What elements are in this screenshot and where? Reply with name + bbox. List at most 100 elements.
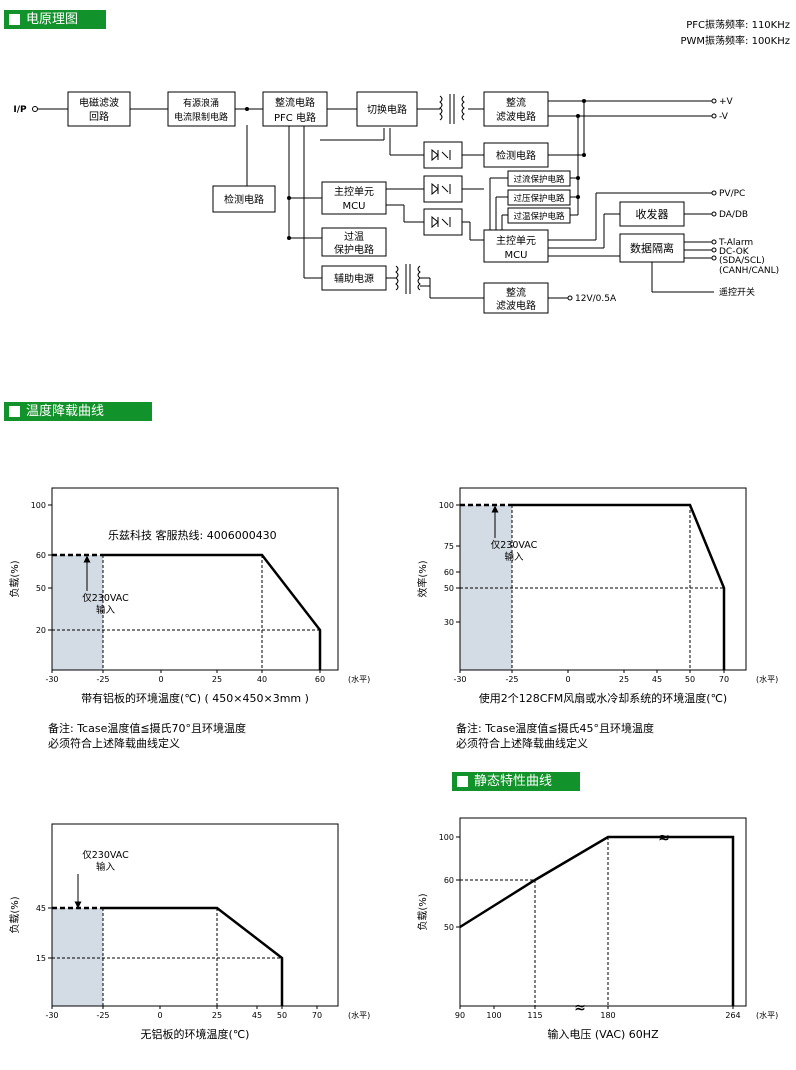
- mcu2-label-1: 主控单元: [496, 234, 536, 247]
- x-tick-label: 264: [725, 1011, 740, 1020]
- schematic-section-header: 电原理图: [4, 10, 106, 29]
- x-unit-label: (水平): [756, 674, 778, 684]
- derating-section-title: 温度降载曲线: [26, 404, 105, 419]
- plot-frame: [459, 817, 747, 1007]
- inrush-label-2: 电流限制电路: [174, 111, 228, 123]
- note-line-1: 仅230VAC: [82, 592, 129, 604]
- remark-line: 必须符合上述降载曲线定义: [48, 736, 180, 750]
- x-tick-label: 0: [157, 1011, 162, 1020]
- isolation-label: 数据隔离: [630, 241, 674, 255]
- x-tick-label: 115: [527, 1011, 542, 1020]
- y-tick-label: 100: [31, 501, 46, 510]
- output-canh: (CANH/CANL): [719, 266, 779, 276]
- switch-label: 切换电路: [367, 103, 407, 116]
- static-section-title: 静态特性曲线: [474, 774, 553, 789]
- x-tick-label: 180: [600, 1011, 615, 1020]
- axis-break-bottom: ≈: [574, 1000, 586, 1016]
- x-tick-label: 40: [257, 675, 267, 684]
- y-tick-label: 60: [36, 551, 46, 560]
- x-tick-label: 0: [158, 675, 163, 684]
- x-axis-label: 带有铝板的环境温度(℃) ( 450×450×3mm ): [81, 691, 309, 705]
- y-axis-label: 负载(%): [8, 560, 21, 597]
- schematic-section-title: 电原理图: [26, 12, 79, 27]
- input-label: I/P: [13, 105, 27, 115]
- remark-line: 必须符合上述降载曲线定义: [456, 736, 588, 750]
- aux-label: 辅助电源: [334, 272, 374, 285]
- output-vn: -V: [719, 112, 729, 122]
- plot-frame: [51, 823, 339, 1007]
- y-tick-label: 50: [444, 923, 454, 932]
- square-icon: [9, 14, 20, 25]
- y-tick-label: 60: [444, 876, 454, 885]
- note-line-2: 输入: [96, 861, 116, 873]
- x-tick-label: 100: [486, 1011, 501, 1020]
- y-tick-label: 50: [444, 584, 454, 593]
- y-axis-label: 负载(%): [8, 896, 21, 933]
- pfc-frequency: PFC振荡频率: 110KHz: [686, 20, 790, 31]
- output-pvpc: PV/PC: [719, 189, 745, 199]
- x-unit-label: (水平): [756, 1010, 778, 1020]
- x-tick-label: 90: [455, 1011, 465, 1020]
- y-tick-label: 15: [36, 954, 46, 963]
- emi-label-1: 电磁滤波: [79, 96, 119, 109]
- x-tick-label: 0: [565, 675, 570, 684]
- rect-pfc-label-1: 整流电路: [275, 96, 315, 109]
- y-axis-label: 效率(%): [416, 560, 429, 597]
- x-tick-label: -25: [505, 675, 518, 684]
- inrush-label-1: 有源浪涌: [183, 97, 219, 109]
- x-tick-label: 25: [619, 675, 629, 684]
- axis-break-top: ≈: [658, 830, 670, 846]
- shaded-region: [52, 555, 103, 670]
- detect1-label: 检测电路: [224, 193, 264, 206]
- note-line-2: 输入: [504, 551, 524, 563]
- rect-filter2-label-1: 整流: [506, 286, 526, 299]
- y-tick-label: 45: [36, 904, 46, 913]
- square-icon: [9, 406, 20, 417]
- y-axis-label: 负载(%): [416, 893, 429, 930]
- x-tick-label: -25: [96, 1011, 109, 1020]
- series-line: [103, 553, 322, 670]
- x-tick-label: 50: [277, 1011, 287, 1020]
- x-tick-label: 70: [312, 1011, 322, 1020]
- y-tick-label: 50: [36, 584, 46, 593]
- series-line: [103, 906, 284, 1006]
- pwm-frequency: PWM振荡频率: 100KHz: [680, 36, 790, 47]
- remark-line: 备注: Tcase温度值≦摄氏70°且环境温度: [48, 721, 246, 735]
- otp1-label-1: 过温: [344, 230, 364, 243]
- output-dadb: DA/DB: [719, 210, 748, 220]
- hotline-text: 乐兹科技 客服热线: 4006000430: [108, 529, 277, 542]
- x-tick-label: 45: [652, 675, 662, 684]
- mcu1-label-2: MCU: [343, 201, 366, 212]
- square-icon: [457, 776, 468, 787]
- x-tick-label: -30: [45, 675, 58, 684]
- plot-frame: [459, 487, 747, 671]
- rect-pfc-label-2: PFC 电路: [274, 111, 316, 124]
- mcu1-label-1: 主控单元: [334, 185, 374, 198]
- rect-filter1-label-2: 滤波电路: [496, 110, 536, 123]
- x-tick-label: -25: [96, 675, 109, 684]
- output-aux: 12V/0.5A: [575, 294, 617, 304]
- block-diagram: I/P 电磁滤波 回路 有源浪涌 电流限制电路 整流电路 PFC 电路 切换电路…: [13, 91, 779, 314]
- static-section-header: 静态特性曲线: [452, 772, 580, 791]
- rect-filter1-label-1: 整流: [506, 96, 526, 109]
- x-tick-label: 25: [212, 1011, 222, 1020]
- remark-line: 备注: Tcase温度值≦摄氏45°且环境温度: [456, 721, 654, 735]
- x-axis-label: 无铝板的环境温度(℃): [141, 1027, 250, 1041]
- output-talarm: T-Alarm: [718, 238, 753, 248]
- derating-section-header: 温度降载曲线: [4, 402, 152, 421]
- optocoupler-icon: [431, 148, 451, 229]
- note-line-1: 仅230VAC: [491, 539, 538, 551]
- series-line: [459, 835, 735, 1006]
- plot-frame: [51, 487, 339, 671]
- emi-label-2: 回路: [89, 110, 109, 123]
- x-axis-label: 输入电压 (VAC) 60HZ: [547, 1027, 659, 1041]
- x-tick-label: -30: [453, 675, 466, 684]
- shaded-region: [52, 908, 103, 1006]
- output-sda: (SDA/SCL): [719, 256, 765, 266]
- output-dcok: DC-OK: [719, 247, 750, 257]
- x-tick-label: 50: [685, 675, 695, 684]
- y-tick-label: 100: [439, 501, 454, 510]
- x-tick-label: 25: [212, 675, 222, 684]
- x-tick-label: 45: [252, 1011, 262, 1020]
